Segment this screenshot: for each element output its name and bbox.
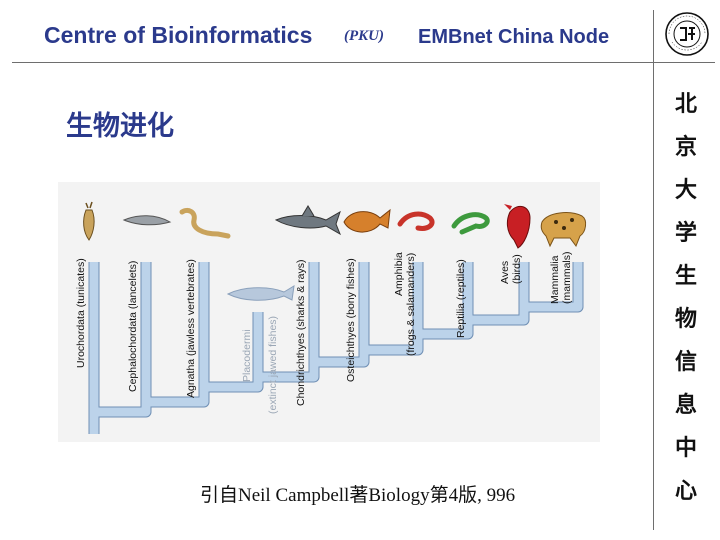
- side-char: 京: [674, 134, 697, 160]
- taxon-label: (mammals): [561, 252, 573, 305]
- slide-title: 生物进化: [66, 111, 174, 142]
- bony-fish-icon: [343, 208, 391, 233]
- side-char: 物: [674, 306, 697, 332]
- lancelet-icon: [122, 215, 172, 226]
- taxon-label-extinct: Placodermi: [241, 329, 253, 382]
- taxon-label: Urochordata (tunicates): [75, 258, 87, 368]
- side-char: 息: [674, 392, 697, 418]
- shark-icon: [274, 205, 341, 236]
- taxon-label: (frogs & salamanders): [405, 253, 417, 356]
- branch: [364, 262, 423, 355]
- side-char: 学: [674, 220, 697, 246]
- side-char: 生: [674, 263, 697, 289]
- branch: [418, 262, 473, 339]
- side-char: 信: [674, 349, 697, 375]
- lizard-icon: [451, 212, 490, 235]
- tunicate-icon: [83, 201, 95, 241]
- cardinal-icon: [504, 204, 531, 249]
- taxon-label: Mammalia: [549, 255, 561, 304]
- branch: [524, 262, 583, 312]
- side-vertical-text: 北 京 大 学 生 物 信 息 中 心: [668, 86, 704, 516]
- university-seal-icon: [665, 12, 709, 56]
- taxon-label: Cephalochordata (lancelets): [127, 261, 139, 392]
- taxon-label: Osteichthyes (bony fishes): [345, 258, 357, 382]
- salamander-icon: [397, 211, 435, 231]
- header-node: EMBnet China Node: [418, 26, 610, 48]
- branch: [94, 262, 151, 417]
- header-divider: [12, 62, 715, 63]
- taxon-label: (birds): [511, 254, 523, 284]
- taxon-label-extinct: (extinct jawed fishes): [267, 316, 279, 414]
- taxon-label: Aves: [499, 261, 511, 284]
- branch: [204, 312, 263, 392]
- figure-caption: 引自Neil Campbell著Biology第4版, 996: [200, 485, 516, 506]
- taxon-label: Agnatha (jawless vertebrates): [185, 259, 197, 398]
- placoderm-icon: [226, 285, 295, 301]
- taxon-label: Chondrichthyes (sharks & rays): [295, 260, 307, 406]
- taxon-label: Reptilia (reptiles): [455, 259, 467, 338]
- side-char: 北: [674, 91, 697, 117]
- branch: [146, 262, 209, 407]
- branch: [314, 262, 369, 367]
- side-char: 大: [674, 177, 697, 203]
- side-char: 心: [674, 478, 697, 504]
- taxa-labels: Urochordata (tunicates) Cephalochordata …: [75, 252, 573, 415]
- branch: [468, 262, 529, 325]
- header-title: Centre of Bioinformatics: [44, 22, 313, 48]
- lamprey-icon: [179, 207, 231, 239]
- leopard-icon: [540, 212, 587, 248]
- side-divider: [653, 10, 654, 530]
- taxon-label: Amphibia: [393, 252, 405, 296]
- header-subtitle: (PKU): [344, 28, 384, 44]
- branch: [258, 262, 319, 382]
- side-char: 中: [674, 435, 697, 461]
- phylogeny-tree: [88, 262, 584, 434]
- phylogeny-diagram: Urochordata (tunicates) Cephalochordata …: [58, 182, 600, 442]
